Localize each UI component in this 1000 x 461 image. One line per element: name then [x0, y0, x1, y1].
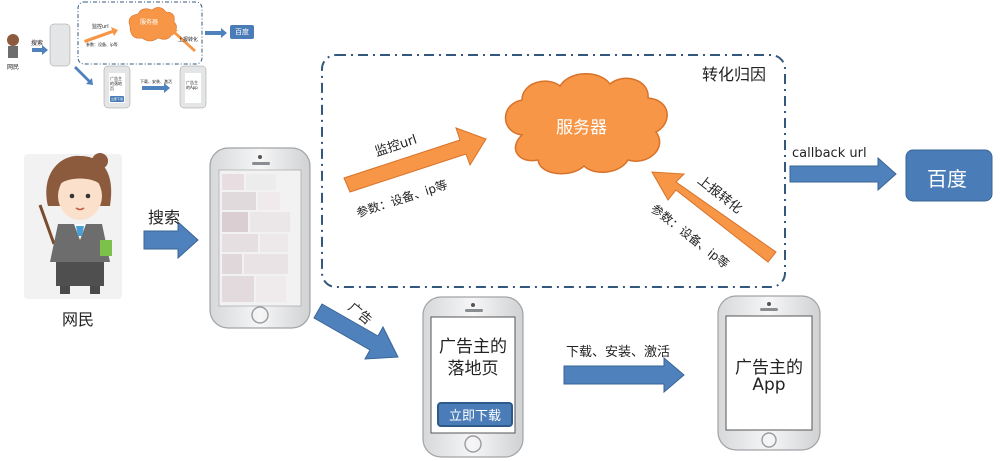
ad-arrow	[313, 303, 399, 360]
monitor-arrow	[343, 127, 487, 193]
user-figure	[24, 153, 122, 299]
thumb-download-label: 下载、安装、激活	[140, 79, 172, 84]
thumb-attribution-border	[77, 1, 203, 65]
thumb-report-label: 上报转化	[178, 37, 199, 43]
download-arrow	[563, 356, 685, 394]
attribution-region-title: 转化归因	[702, 65, 767, 84]
server-label: 服务器	[556, 118, 607, 138]
thumb-server-cloud	[128, 7, 177, 42]
callback-arrow	[789, 156, 897, 192]
callback-url-label: callback url	[792, 146, 867, 161]
landing-title-line2: 落地页	[447, 359, 499, 379]
search-arrow	[143, 220, 199, 260]
download-now-label: 立即下载	[448, 409, 501, 424]
thumb-arrow-search	[32, 45, 48, 55]
download-flow-label: 下载、安装、激活	[566, 345, 671, 360]
download-now-button[interactable]: 立即下载	[437, 402, 513, 427]
server-cloud	[504, 73, 668, 175]
attribution-region-border	[321, 54, 786, 288]
thumb-search-label: 搜索	[31, 40, 44, 47]
baidu-box	[905, 149, 993, 202]
thumb-landing-label: 广告主的落地页	[110, 76, 122, 91]
thumb-arrow-monitor	[84, 27, 118, 43]
thumb-user-label: 网民	[7, 64, 20, 71]
thumb-download-button	[110, 96, 124, 102]
thumbnail-diagram	[0, 0, 256, 109]
thumb-app-label: 广告主的App	[186, 80, 198, 90]
thumb-arrow-report	[171, 29, 196, 52]
report-arrow	[651, 171, 777, 263]
thumb-arrow-download	[142, 83, 170, 93]
thumb-monitor-label: 监控url	[92, 24, 109, 30]
thumb-baidu-box	[230, 25, 254, 39]
thumb-server-label: 服务器	[140, 19, 159, 26]
landing-title-line1: 广告主的	[439, 337, 507, 357]
app-title-line2: App	[752, 375, 786, 395]
user-label: 网民	[62, 310, 95, 329]
app-phone	[717, 295, 821, 451]
thumb-monitor-params: 参数：设备、ip等	[86, 42, 118, 47]
thumb-user-figure	[7, 34, 19, 58]
baidu-label: 百度	[927, 167, 967, 191]
thumb-arrow-ad	[74, 66, 93, 85]
app-title-line1: 广告主的	[735, 358, 803, 378]
blurred-search-results	[222, 174, 290, 302]
search-label: 搜索	[148, 208, 181, 227]
thumb-download-button-label: 立即下载	[111, 97, 124, 101]
thumb-baidu-label: 百度	[235, 28, 249, 36]
thumb-phone-1	[49, 23, 71, 67]
thumb-arrow-callback	[205, 28, 227, 38]
search-phone	[209, 147, 311, 329]
